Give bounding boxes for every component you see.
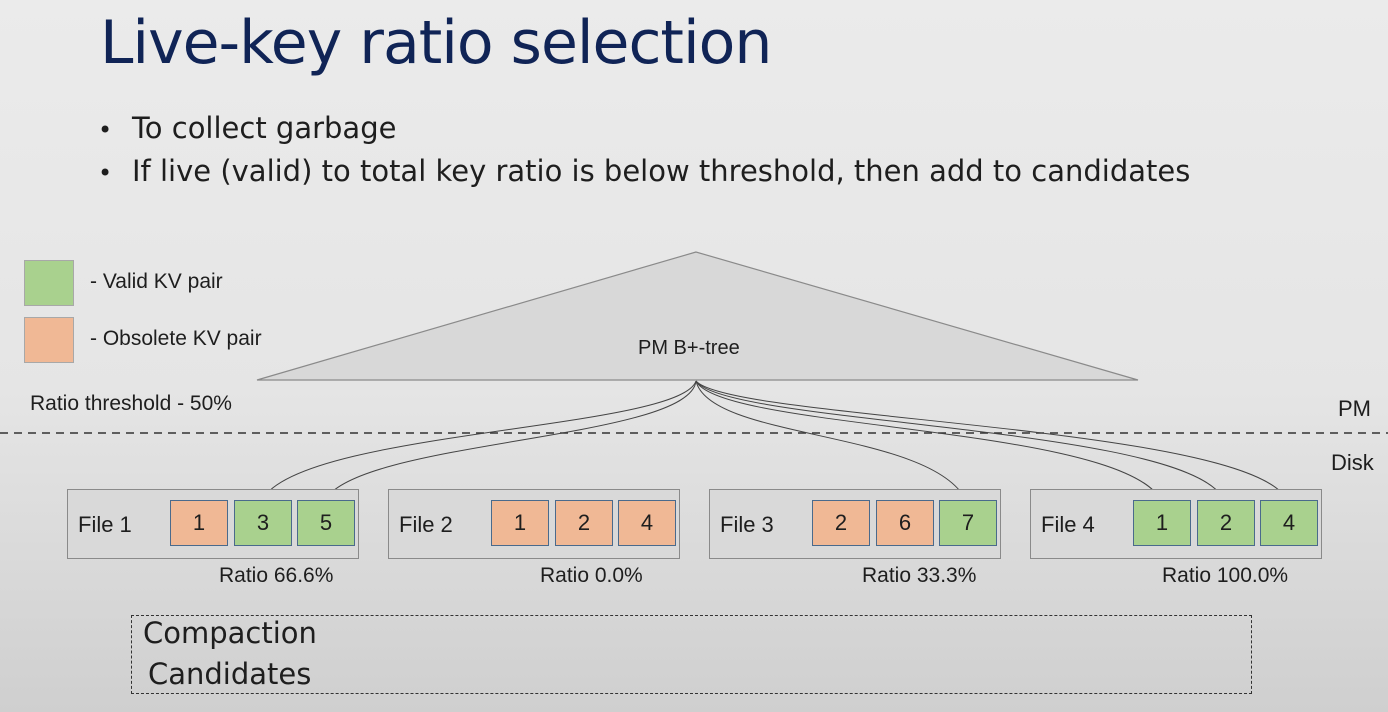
slide-title: Live-key ratio selection: [100, 8, 772, 78]
file-box-4: File 4 1 2 4: [1030, 489, 1322, 559]
file-ratio-1: Ratio 66.6%: [219, 564, 334, 587]
pointer-arrow-file4-key2: [695, 380, 1226, 501]
pointer-arrow-file3-key7: [695, 380, 967, 501]
kv-pair: 6: [876, 500, 934, 546]
kv-pair: 5: [297, 500, 355, 546]
kv-pair: 2: [812, 500, 870, 546]
file-box-1: File 1 1 3 5: [67, 489, 359, 559]
kv-pair: 7: [939, 500, 997, 546]
file-name: File 4: [1041, 512, 1095, 537]
pointer-arrow-file4-key4: [695, 380, 1288, 501]
kv-pair: 4: [1260, 500, 1318, 546]
btree-label: PM B+-tree: [638, 337, 740, 359]
candidates-title-line1: Compaction: [143, 616, 317, 650]
candidates-title-line2: Candidates: [148, 657, 312, 691]
pointer-arrow-file1-key5: [324, 380, 697, 501]
ratio-threshold: Ratio threshold - 50%: [30, 392, 232, 415]
bullet-dot: •: [98, 159, 113, 187]
bullet-item: • If live (valid) to total key ratio is b…: [98, 151, 1190, 194]
kv-pair: 1: [170, 500, 228, 546]
bullet-list: • To collect garbage • If live (valid) to …: [98, 108, 1190, 194]
file-box-3: File 3 2 6 7: [709, 489, 1001, 559]
legend-valid-label: - Valid KV pair: [90, 270, 223, 293]
legend-obsolete-swatch: [24, 317, 74, 363]
file-ratio-3: Ratio 33.3%: [862, 564, 977, 587]
pm-tier-label: PM: [1338, 396, 1371, 421]
kv-pair: 3: [234, 500, 292, 546]
bullet-text: If live (valid) to total key ratio is be…: [132, 154, 1191, 188]
pointer-arrow-file4-key1: [695, 380, 1162, 501]
file-name: File 1: [78, 512, 132, 537]
kv-pair: 4: [618, 500, 676, 546]
bullet-text: To collect garbage: [132, 111, 397, 145]
kv-pair: 2: [1197, 500, 1255, 546]
legend-valid-swatch: [24, 260, 74, 306]
file-name: File 2: [399, 512, 453, 537]
kv-pair: 1: [1133, 500, 1191, 546]
file-ratio-2: Ratio 0.0%: [540, 564, 643, 587]
legend-obsolete-label: - Obsolete KV pair: [90, 327, 262, 350]
btree-triangle: [256, 251, 1139, 381]
pointer-arrow-file1-key3: [261, 380, 697, 501]
kv-pair: 2: [555, 500, 613, 546]
file-name: File 3: [720, 512, 774, 537]
disk-tier-label: Disk: [1331, 450, 1374, 475]
bullet-dot: •: [98, 116, 113, 144]
file-box-2: File 2 1 2 4: [388, 489, 680, 559]
kv-pair: 1: [491, 500, 549, 546]
file-ratio-4: Ratio 100.0%: [1162, 564, 1289, 587]
bullet-item: • To collect garbage: [98, 108, 1190, 151]
compaction-candidates-box: Compaction Candidates: [131, 615, 1252, 694]
